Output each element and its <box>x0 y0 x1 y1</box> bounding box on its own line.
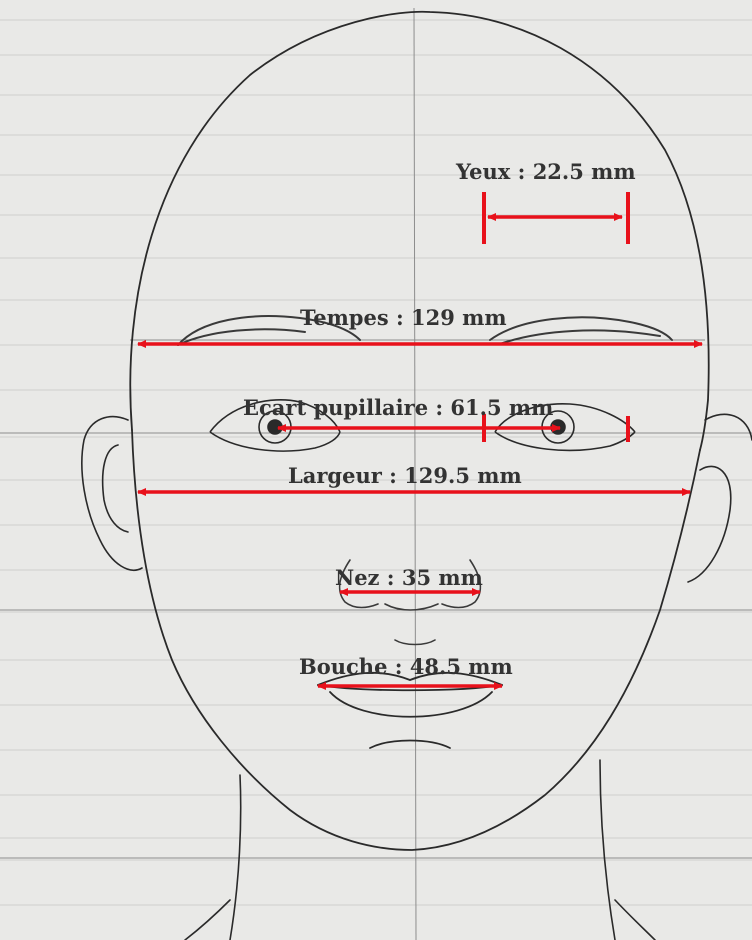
nose-label: Nez : 35 mm <box>335 567 483 588</box>
width-label: Largeur : 129.5 mm <box>288 465 522 486</box>
eyes-label: Yeux : 22.5 mm <box>456 161 636 182</box>
mouth-label: Bouche : 48.5 mm <box>299 656 513 677</box>
temples-label: Tempes : 129 mm <box>300 307 507 328</box>
pupillary-distance-label: Ecart pupillaire : 61.5 mm <box>243 397 553 418</box>
